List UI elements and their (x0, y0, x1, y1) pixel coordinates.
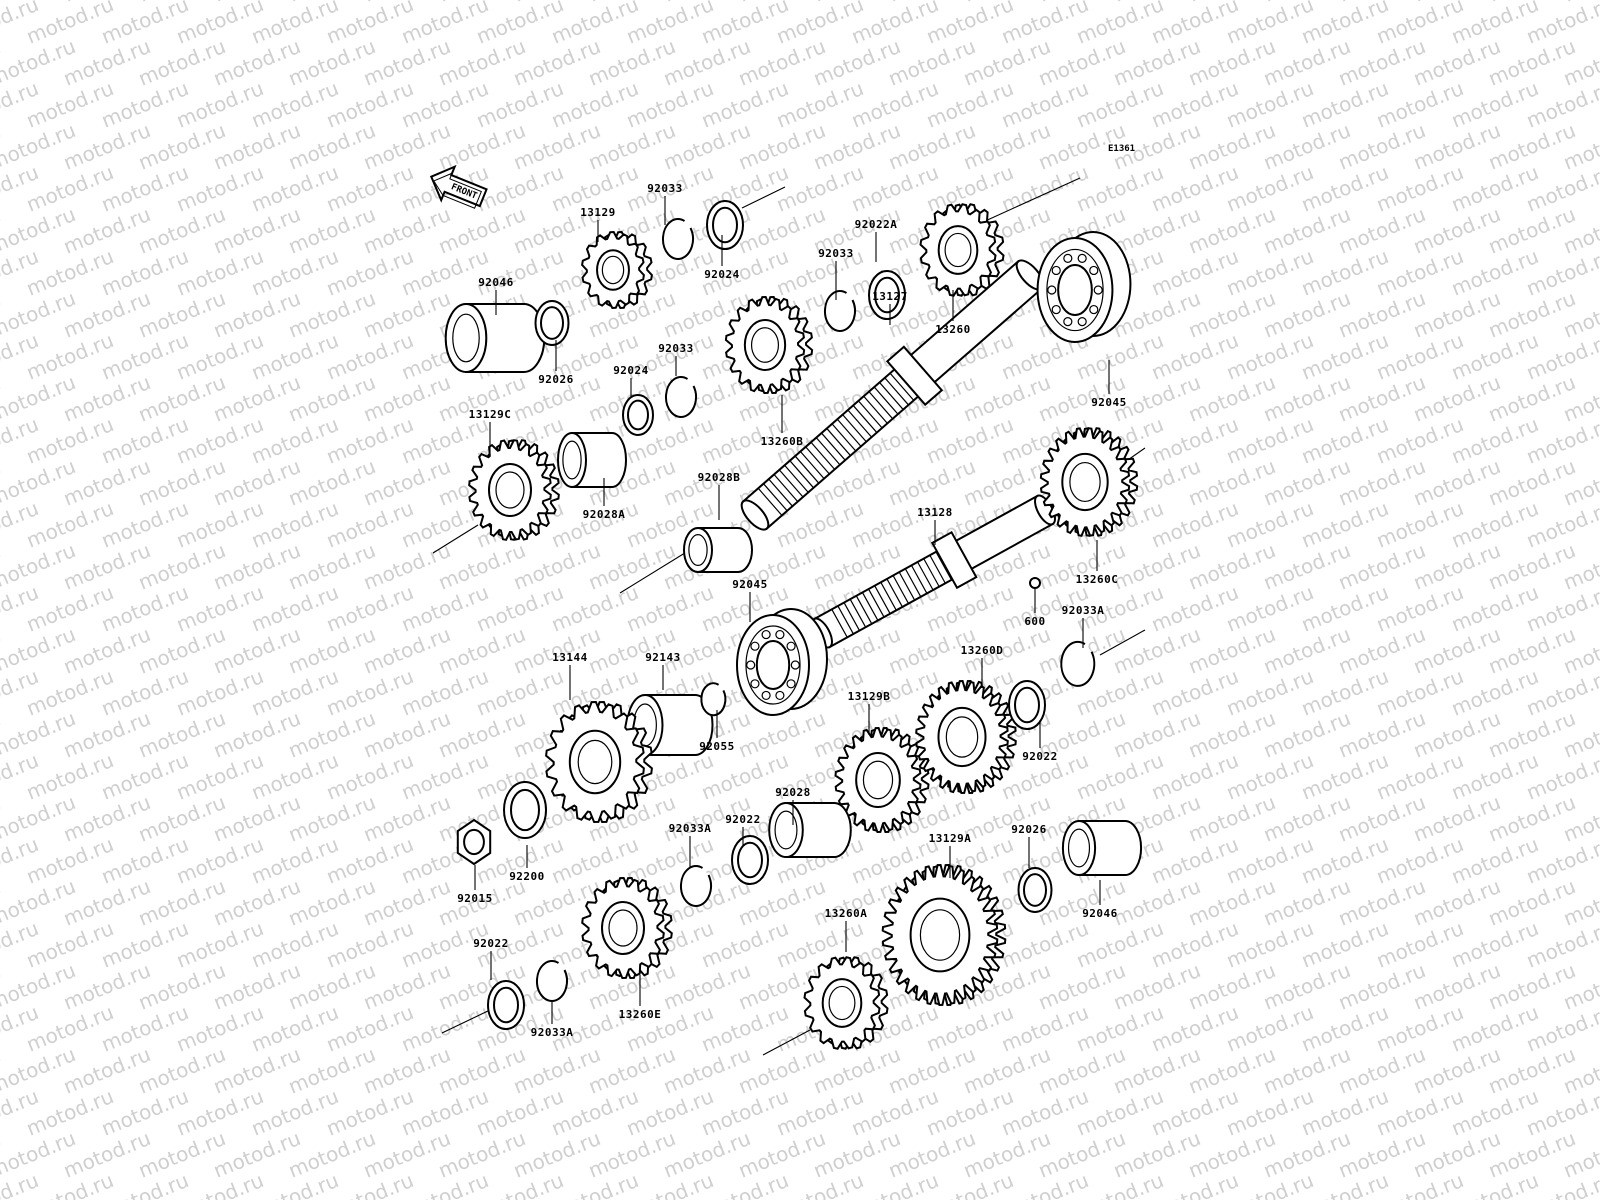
axis-line (762, 1029, 811, 1056)
part-label-92046-a: 92046 (478, 276, 514, 289)
axis-line (741, 186, 786, 209)
part-label-13129: 13129 (580, 206, 616, 219)
collar-icon (557, 432, 627, 488)
bearing-icon (736, 608, 828, 716)
collar-icon (1061, 820, 1143, 876)
collar-icon (683, 527, 753, 573)
part-label-600: 600 (1024, 615, 1045, 628)
part-label-92033a-c: 92033A (531, 1026, 574, 1039)
part-label-92033a-a: 92033A (1062, 604, 1105, 617)
part-label-13129a: 13129A (929, 832, 972, 845)
part-label-92045-a: 92045 (1091, 396, 1127, 409)
axis-line (432, 524, 479, 554)
part-labels: 13129 92033 92024 92046 92026 92033 92024 13129… (457, 182, 1127, 1039)
gear-icon (581, 230, 653, 310)
part-label-13127: 13127 (872, 290, 908, 303)
part-label-92022-c: 92022 (473, 937, 509, 950)
part-label-92055: 92055 (699, 740, 735, 753)
part-label-92015: 92015 (457, 892, 493, 905)
part-label-92143: 92143 (645, 651, 681, 664)
part-label-13260d: 13260D (961, 644, 1004, 657)
collar-icon (444, 303, 546, 373)
part-label-92022-a: 92022 (1022, 750, 1058, 763)
axis-line (982, 177, 1081, 223)
part-label-92033a-b: 92033A (669, 822, 712, 835)
part-label-13260c: 13260C (1076, 573, 1119, 586)
axis-line (1099, 629, 1146, 656)
part-label-92024-a: 92024 (704, 268, 740, 281)
assembly-axis-lines (432, 177, 1146, 1056)
circlip-icon (700, 682, 727, 717)
part-label-13260a: 13260A (825, 907, 868, 920)
axis-line (441, 1009, 491, 1034)
collar-icon (768, 802, 852, 858)
circlip-icon (823, 290, 856, 332)
gear-icon (1039, 427, 1139, 537)
part-label-13129b: 13129B (848, 690, 891, 703)
circlip-icon (664, 376, 697, 418)
washer-icon (1008, 680, 1046, 730)
part-label-92045-b: 92045 (732, 578, 768, 591)
shaft-13128 (811, 494, 1056, 649)
shafts-group (740, 259, 1056, 649)
part-label-92033-a: 92033 (647, 182, 683, 195)
part-label-13260: 13260 (935, 323, 971, 336)
nut-icon (456, 818, 492, 866)
circlip-icon (661, 218, 694, 260)
washer-icon (731, 835, 769, 885)
gear-icon (545, 700, 653, 824)
circlip-icon (1060, 640, 1096, 687)
gear-icon (803, 956, 889, 1050)
washer-icon (868, 270, 906, 320)
shaft-13127 (740, 259, 1045, 531)
part-label-13260b: 13260B (761, 435, 804, 448)
part-label-92022-b: 92022 (725, 813, 761, 826)
washer-icon (706, 200, 744, 250)
circlip-icon (535, 960, 568, 1002)
gear-icon (724, 295, 814, 395)
part-label-13260e: 13260E (619, 1008, 662, 1021)
gear-icon (468, 439, 560, 541)
part-label-92033-b: 92033 (658, 342, 694, 355)
part-label-13128: 13128 (917, 506, 953, 519)
part-label-92028: 92028 (775, 786, 811, 799)
part-label-92022a: 92022A (855, 218, 898, 231)
washer-icon (534, 300, 570, 346)
gear-icon (881, 863, 1007, 1007)
part-label-92046-b: 92046 (1082, 907, 1118, 920)
part-label-92028a: 92028A (583, 508, 626, 521)
axis-line (619, 547, 694, 594)
washer-icon (622, 394, 654, 436)
front-arrow-icon: FRONT (429, 164, 488, 209)
gear-icon (915, 679, 1017, 795)
part-label-92033-c: 92033 (818, 247, 854, 260)
washer-icon (487, 980, 525, 1030)
leader-lines (474, 196, 1110, 1024)
part-label-92024-b: 92024 (613, 364, 649, 377)
bearing-icon (1036, 231, 1132, 343)
parts-group (444, 200, 1143, 1050)
diagram-id: E1361 (1108, 144, 1135, 154)
washer-icon (1017, 867, 1053, 913)
washer-icon (503, 781, 547, 839)
part-label-13144: 13144 (552, 651, 588, 664)
part-label-13129c: 13129C (469, 408, 512, 421)
gear-icon (834, 726, 930, 834)
part-label-92200: 92200 (509, 870, 545, 883)
part-label-92028b: 92028B (698, 471, 741, 484)
part-label-92026-a: 92026 (538, 373, 574, 386)
gear-icon (581, 876, 673, 980)
gear-icon (919, 203, 1005, 297)
circlip-icon (679, 865, 712, 907)
part-label-92026-b: 92026 (1011, 823, 1047, 836)
ball-icon (1029, 577, 1041, 589)
